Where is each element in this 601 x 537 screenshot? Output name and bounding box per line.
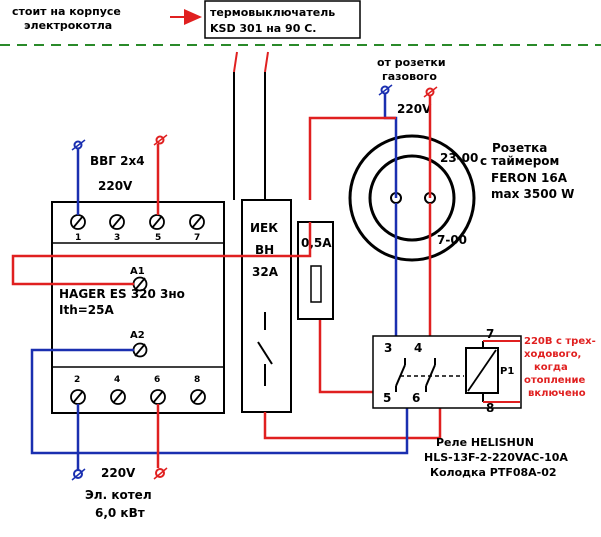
relay-coil-label: P1 xyxy=(500,366,514,377)
thermostat-box xyxy=(204,0,361,39)
housing-note-line1: стоит на корпусе xyxy=(12,5,121,18)
terminal-3-label: 3 xyxy=(114,233,120,243)
relay-label-line1: Реле HELISHUN xyxy=(436,436,534,449)
relay-pin-8-label: 8 xyxy=(486,401,494,415)
relay-label-line2: HLS-13F-2-220VAC-10A xyxy=(424,451,568,464)
socket-label-line4: max 3500 W xyxy=(491,187,574,201)
boiler-terminal-red xyxy=(155,468,165,478)
timer-start-label: 23-00 xyxy=(440,151,478,165)
relay-note-line2: ходового, xyxy=(524,349,581,360)
gas-terminal-blue xyxy=(380,85,390,95)
terminal-2 xyxy=(70,389,86,405)
terminal-2-label: 2 xyxy=(74,375,80,385)
breaker-box xyxy=(241,199,292,413)
coil-a1-wire xyxy=(11,222,312,286)
supply-terminal-blue xyxy=(73,140,83,150)
breaker-contact-2 xyxy=(257,341,273,365)
gas-terminal-blue-slash xyxy=(378,84,393,96)
boiler-terminal-blue-slash xyxy=(71,468,86,481)
socket-label-line2: с таймером xyxy=(480,154,559,168)
contactor-box xyxy=(51,201,225,414)
relay-note-line1: 220В с трех- xyxy=(524,336,596,347)
terminal-5 xyxy=(149,214,165,230)
socket-label-line3: FERON 16A xyxy=(491,171,568,185)
fuse-feed-wire xyxy=(308,116,396,200)
terminal-8-label: 8 xyxy=(194,375,200,385)
timer-socket-outer-ring xyxy=(348,134,476,262)
terminal-3 xyxy=(109,214,125,230)
fuse-element xyxy=(310,265,322,303)
relay-note-line4: отопление xyxy=(524,375,585,386)
breaker-label-line2: ВН xyxy=(255,243,274,257)
fuse-return-wire xyxy=(318,320,373,394)
breaker-label-line3: 32A xyxy=(252,265,279,279)
gas-socket-label-line1: от розетки xyxy=(377,56,446,69)
terminal-4-label: 4 xyxy=(114,375,120,385)
thermostat-lead-left xyxy=(233,51,238,73)
relay-coil-slash xyxy=(467,349,497,392)
terminal-6-label: 6 xyxy=(154,375,160,385)
gas-voltage-label: 220V xyxy=(397,102,432,116)
relay-label-line3: Колодка PTF08A-02 xyxy=(430,466,557,479)
contactor-label-line2: Ith=25A xyxy=(59,303,114,317)
supply-terminal-red xyxy=(155,135,165,145)
gas-terminal-red-slash xyxy=(423,86,438,98)
gas-terminal-red xyxy=(425,87,435,97)
boiler-label-line1: Эл. котел xyxy=(85,488,152,502)
relay-pin-7-label: 7 xyxy=(486,327,494,341)
coil-a2-wire xyxy=(30,348,409,455)
fuse-label: 0,5A xyxy=(301,236,332,250)
supply-terminal-red-slash xyxy=(153,134,168,146)
breaker-label-line1: ИЕК xyxy=(250,221,278,235)
cable-label-line1: ВВГ 2х4 xyxy=(90,154,145,168)
relay-pin-6-label: 6 xyxy=(412,391,420,405)
socket-blue-out xyxy=(394,203,406,359)
coil-a2-label: A2 xyxy=(130,330,145,341)
terminal-5-label: 5 xyxy=(155,233,161,243)
terminal-1 xyxy=(70,214,86,230)
terminal-1-label: 1 xyxy=(75,233,81,243)
terminal-8 xyxy=(190,389,206,405)
relay-pin-5-label: 5 xyxy=(383,391,391,405)
terminal-6 xyxy=(150,389,166,405)
socket-label-line1: Розетка xyxy=(492,141,547,155)
boiler-voltage-label: 220V xyxy=(101,466,136,480)
relay-pin-4-label: 4 xyxy=(414,341,422,355)
terminal-7 xyxy=(189,214,205,230)
timer-socket-inner-ring xyxy=(368,154,456,242)
thermostat-lead-right xyxy=(264,51,269,73)
boiler-terminal-blue xyxy=(73,469,83,479)
timer-end-label: 7-00 xyxy=(437,233,467,247)
supply-terminal-blue-slash xyxy=(71,139,86,151)
relay-note-line3: когда xyxy=(534,362,568,373)
contactor-label-line1: HAGER ES 320 3но xyxy=(59,287,185,301)
thermostat-label-line2: KSD 301 на 90 С. xyxy=(210,22,316,35)
gas-socket-label-line2: газового xyxy=(382,70,437,83)
cable-label-line2: 220V xyxy=(98,179,133,193)
fuse-box xyxy=(297,221,334,320)
terminal-7-label: 7 xyxy=(194,233,200,243)
coil-a1-label: A1 xyxy=(130,266,145,277)
coil-terminal-a2 xyxy=(132,342,148,358)
housing-note-line2: электрокотла xyxy=(24,19,112,32)
socket-red-out xyxy=(421,203,432,359)
gas-blue-wire xyxy=(383,94,398,198)
boiler-terminal-red-slash xyxy=(153,467,168,480)
relay-pin-3-label: 3 xyxy=(384,341,392,355)
relay-note-line5: включено xyxy=(528,388,586,399)
thermostat-label-line1: термовыключатель xyxy=(210,6,335,19)
boiler-label-line2: 6,0 кВт xyxy=(95,506,145,520)
terminal-4 xyxy=(110,389,126,405)
